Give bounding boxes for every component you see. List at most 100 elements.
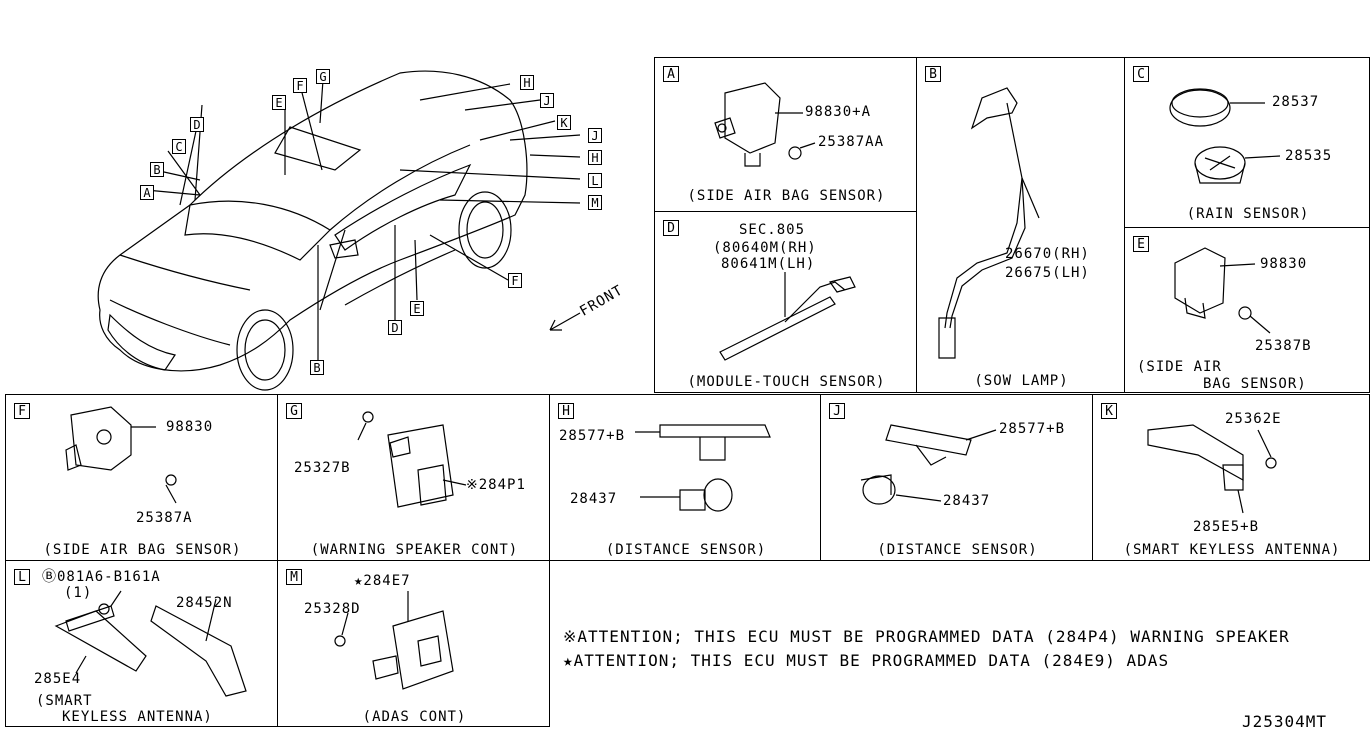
panel-m: M ★284E7 25328D (ADAS CONT) [277, 560, 550, 727]
part-98830: 98830 [166, 419, 214, 435]
caption-a: (SIDE AIR BAG SENSOR) [687, 188, 886, 204]
caption-j: (DISTANCE SENSOR) [877, 542, 1038, 558]
part-25327b: 25327B [294, 460, 351, 476]
panel-letter: L [14, 569, 30, 585]
part-qty-1: (1) [64, 585, 93, 601]
rain-sensor-icon [1169, 88, 1281, 184]
sow-lamp-icon [938, 87, 1040, 359]
callout-c: C [172, 139, 186, 154]
caption-k: (SMART KEYLESS ANTENNA) [1123, 542, 1341, 558]
panel-letter: C [1133, 66, 1149, 82]
panel-e: E 98830 25387B (SIDE AIR BAG SENSOR) [1124, 227, 1370, 393]
panel-l: L Ⓑ081A6-B161A (1) 28452N 285E4 (SMART K… [5, 560, 278, 727]
part-80640m-rh: (80640M(RH) [713, 240, 817, 256]
callout-h-2: H [588, 150, 602, 165]
smart-keyless-antenna-icon [54, 590, 247, 697]
callout-h: H [520, 75, 534, 90]
part-25328d: 25328D [304, 601, 361, 617]
caption-d: (MODULE-TOUCH SENSOR) [687, 374, 886, 390]
sec-805: SEC.805 [739, 222, 806, 238]
smart-keyless-antenna-icon [1147, 424, 1277, 514]
side-air-bag-sensor-icon [65, 406, 177, 504]
part-28535: 28535 [1285, 148, 1333, 164]
callout-j-2: J [588, 128, 602, 143]
part-28437: 28437 [570, 491, 618, 507]
caption-l-line2: KEYLESS ANTENNA) [62, 709, 213, 725]
adas-cont-icon [334, 591, 454, 690]
module-touch-sensor-icon [719, 272, 856, 361]
diagram-code: J25304MT [1242, 712, 1328, 731]
panel-k: K 25362E 285E5+B (SMART KEYLESS ANTENNA) [1092, 394, 1370, 561]
side-air-bag-sensor-icon [1174, 247, 1271, 334]
attention-note-adas: ★ATTENTION; THIS ECU MUST BE PROGRAMMED … [563, 651, 1170, 670]
caption-b: (SOW LAMP) [974, 373, 1069, 389]
distance-sensor-icon [635, 424, 771, 512]
callout-d: D [190, 117, 204, 132]
car-overview: G F E D C B A H J K J H L M F E D B FRON… [0, 55, 650, 395]
part-285e5-b: 285E5+B [1193, 519, 1260, 535]
part-25387a: 25387A [136, 510, 193, 526]
caption-l-line1: (SMART [36, 693, 93, 709]
part-25362e: 25362E [1225, 411, 1282, 427]
panel-letter: M [286, 569, 302, 585]
part-28577-b: 28577+B [559, 428, 626, 444]
part-284e7: ★284E7 [354, 573, 411, 589]
warning-speaker-cont-icon [357, 411, 467, 508]
panel-letter: E [1133, 236, 1149, 252]
side-air-bag-sensor-icon [714, 82, 816, 167]
attention-note-warning-speaker: ※ATTENTION; THIS ECU MUST BE PROGRAMMED … [563, 627, 1290, 646]
panel-letter: G [286, 403, 302, 419]
caption-e-line1: (SIDE AIR [1137, 359, 1222, 375]
part-285e4: 285E4 [34, 671, 82, 687]
panel-letter: H [558, 403, 574, 419]
caption-g: (WARNING SPEAKER CONT) [310, 542, 519, 558]
panel-letter: A [663, 66, 679, 82]
caption-c: (RAIN SENSOR) [1186, 206, 1310, 222]
part-081a6-b161a: Ⓑ081A6-B161A [42, 569, 161, 585]
panel-d: D SEC.805 (80640M(RH) 80641M(LH) (MODULE… [654, 211, 917, 393]
panel-h: H 28577+B 28437 (DISTANCE SENSOR) [549, 394, 821, 561]
callout-g: G [316, 69, 330, 84]
panel-j: J 28577+B 28437 (DISTANCE SENSOR) [820, 394, 1093, 561]
panel-letter: D [663, 220, 679, 236]
callout-m: M [588, 195, 602, 210]
callout-j: J [540, 93, 554, 108]
caption-e-line2: BAG SENSOR) [1203, 376, 1307, 392]
part-28452n: 28452N [176, 595, 233, 611]
part-26675-lh: 26675(LH) [1005, 265, 1090, 281]
caption-f: (SIDE AIR BAG SENSOR) [43, 542, 242, 558]
callout-e: E [272, 95, 286, 110]
part-25387b: 25387B [1255, 338, 1312, 354]
panel-f: F 98830 25387A (SIDE AIR BAG SENSOR) [5, 394, 278, 561]
panel-letter: J [829, 403, 845, 419]
caption-m: (ADAS CONT) [362, 709, 467, 725]
part-28577-b: 28577+B [999, 421, 1066, 437]
callout-d-2: D [388, 320, 402, 335]
part-80641m-lh: 80641M(LH) [721, 256, 816, 272]
callout-b: B [150, 162, 164, 177]
callout-a: A [140, 185, 154, 200]
car-illustration [97, 70, 581, 391]
part-98830-a: 98830+A [805, 104, 872, 120]
part-28537: 28537 [1272, 94, 1320, 110]
callout-l: L [588, 173, 602, 188]
callout-f-2: F [508, 273, 522, 288]
callout-k: K [557, 115, 571, 130]
callout-b-2: B [310, 360, 324, 375]
part-26670-rh: 26670(RH) [1005, 246, 1090, 262]
part-284p1: ※284P1 [466, 477, 526, 493]
part-28437: 28437 [943, 493, 991, 509]
panel-g: G 25327B ※284P1 (WARNING SPEAKER CONT) [277, 394, 550, 561]
callout-f: F [293, 78, 307, 93]
part-25387aa: 25387AA [818, 134, 885, 150]
panel-letter: K [1101, 403, 1117, 419]
panel-b: B 26670(RH) 26675(LH) (SOW LAMP) [916, 57, 1125, 393]
caption-h: (DISTANCE SENSOR) [605, 542, 767, 558]
panel-c: C 28537 28535 (RAIN SENSOR) [1124, 57, 1370, 228]
part-98830: 98830 [1260, 256, 1308, 272]
distance-sensor-icon [860, 424, 997, 505]
panel-a: A 98830+A 25387AA (SIDE AIR BAG SENSOR) [654, 57, 917, 212]
panel-letter: F [14, 403, 30, 419]
panel-letter: B [925, 66, 941, 82]
callout-e-2: E [410, 301, 424, 316]
